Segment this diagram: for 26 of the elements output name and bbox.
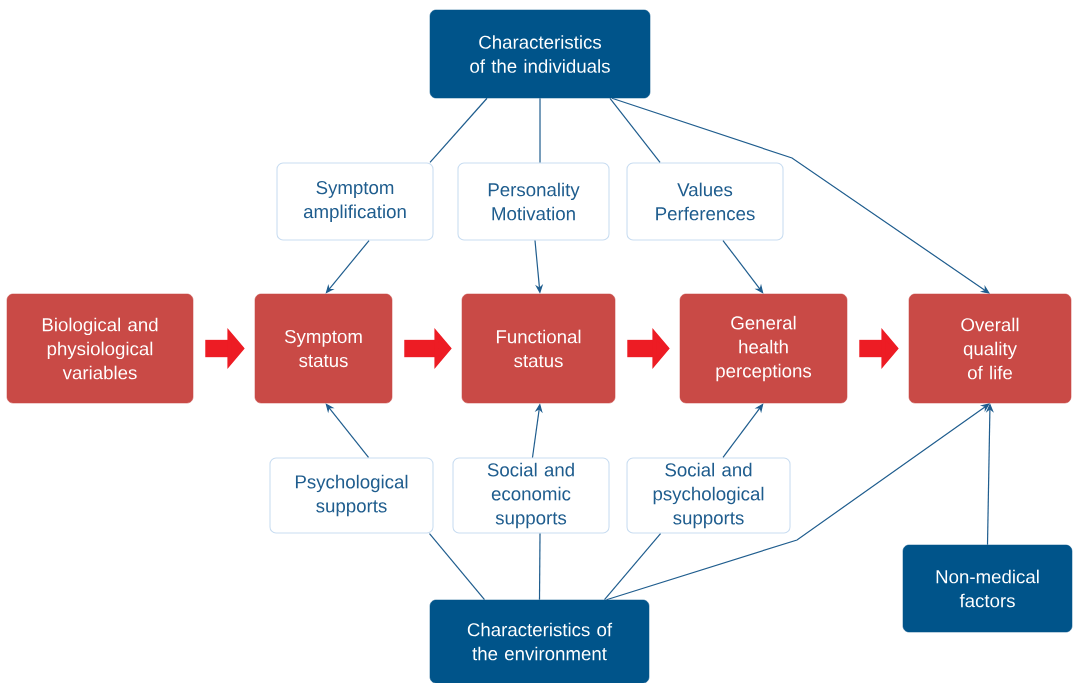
arrow bbox=[722, 239, 764, 294]
process-box: Biological and physiological variables bbox=[6, 293, 194, 404]
arrow bbox=[605, 403, 990, 601]
connector-line bbox=[538, 532, 541, 601]
process-box: Symptom status bbox=[254, 293, 393, 404]
title-box: Characteristics of the environment bbox=[429, 599, 650, 683]
connector-line bbox=[609, 97, 661, 164]
process-box: General health perceptions bbox=[679, 293, 848, 404]
title-box: Non-medical factors bbox=[902, 544, 1073, 633]
connector-line bbox=[428, 532, 486, 601]
process-box: Overall quality of life bbox=[908, 293, 1072, 404]
title-box: Characteristics of the individuals bbox=[429, 9, 651, 99]
connector-line bbox=[429, 97, 488, 164]
arrow bbox=[325, 403, 370, 459]
factor-box: Psychological supports bbox=[269, 457, 434, 534]
arrow bbox=[325, 239, 370, 294]
factor-box: Symptom amplification bbox=[276, 162, 434, 241]
arrow bbox=[611, 97, 990, 294]
connector-line bbox=[539, 97, 541, 164]
factor-box: Social and economic supports bbox=[452, 457, 610, 534]
factor-box: Values Perferences bbox=[626, 162, 784, 241]
process-box: Functional status bbox=[461, 293, 616, 404]
connector-line bbox=[603, 532, 662, 601]
factor-box: Personality Motivation bbox=[457, 162, 610, 241]
arrow bbox=[722, 403, 764, 459]
factor-box: Social and psychological supports bbox=[626, 457, 791, 534]
